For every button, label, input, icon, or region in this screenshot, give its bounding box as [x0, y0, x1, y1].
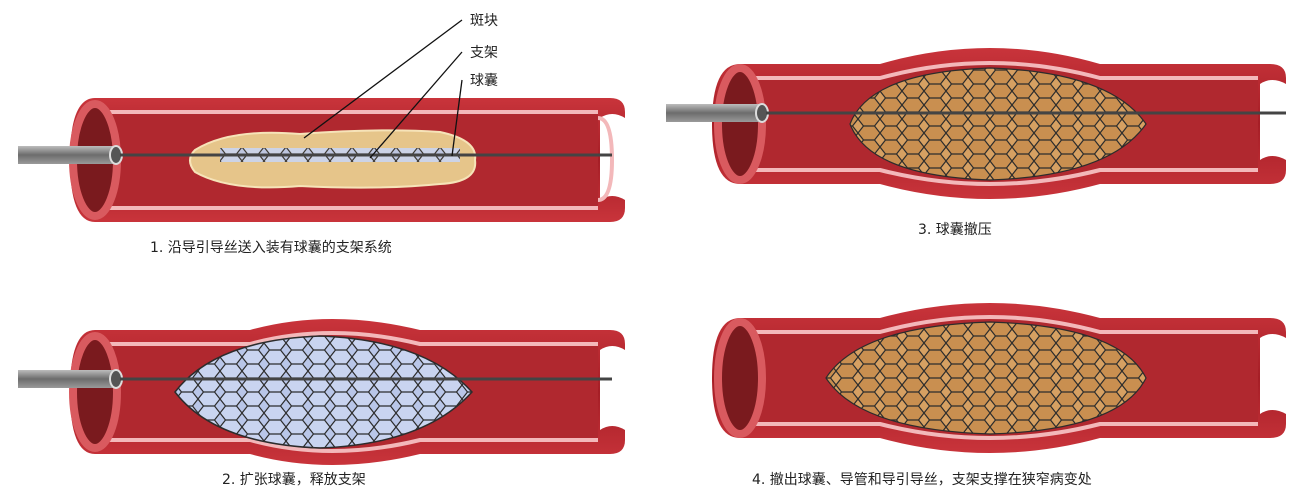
- callout-balloon: 球囊: [470, 72, 498, 89]
- catheter-3: [666, 104, 762, 122]
- panel-4: 4. 撤出球囊、导管和导引导丝，支架支撑在狭窄病变处: [712, 303, 1286, 488]
- panel-2: 2. 扩张球囊，释放支架: [18, 319, 625, 488]
- caption-1: 1. 沿导引导丝送入装有球囊的支架系统: [150, 239, 392, 256]
- caption-2: 2. 扩张球囊，释放支架: [222, 471, 366, 488]
- panel-3: 3. 球囊撤压: [666, 48, 1286, 238]
- caption-4: 4. 撤出球囊、导管和导引导丝，支架支撑在狭窄病变处: [752, 471, 1092, 488]
- callout-plaque: 斑块: [470, 13, 498, 29]
- catheter-2: [18, 370, 116, 388]
- catheter-1: [18, 146, 116, 164]
- panel-1: 斑块 支架 球囊 1. 沿导引导丝送入装有球囊的支架系统: [18, 13, 625, 256]
- callout-stent: 支架: [470, 45, 498, 61]
- caption-3: 3. 球囊撤压: [918, 221, 992, 238]
